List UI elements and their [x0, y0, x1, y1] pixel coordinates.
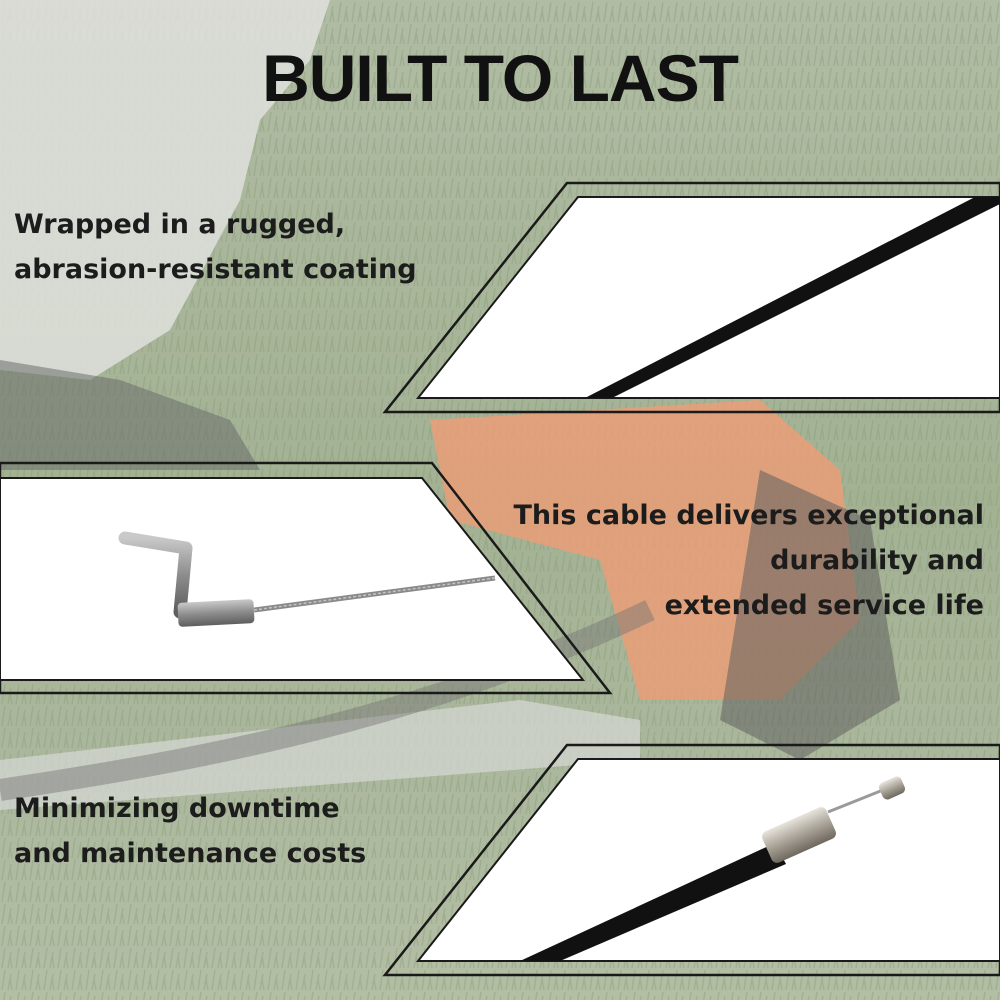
feature-panel-2	[0, 461, 613, 695]
caption-line: Minimizing downtime	[14, 793, 340, 824]
caption-line: durability and	[770, 545, 984, 576]
ferrule-cable-image	[520, 776, 906, 961]
feature-panel-1	[382, 181, 1000, 414]
feature-panel-3	[382, 743, 1000, 977]
caption-line: and maintenance costs	[14, 838, 367, 869]
feature-caption-2: This cable delivers exceptional durabili…	[513, 493, 984, 628]
caption-line: abrasion-resistant coating	[14, 254, 417, 285]
feature-caption-3: Minimizing downtime and maintenance cost…	[14, 786, 366, 876]
caption-line: This cable delivers exceptional	[513, 500, 984, 531]
z-bend-cable-image	[118, 531, 496, 627]
coated-cable-image	[585, 197, 1000, 398]
caption-line: extended service life	[664, 590, 984, 621]
feature-caption-1: Wrapped in a rugged, abrasion-resistant …	[14, 202, 417, 292]
caption-line: Wrapped in a rugged,	[14, 209, 346, 240]
page-title: BUILT TO LAST	[262, 41, 739, 115]
